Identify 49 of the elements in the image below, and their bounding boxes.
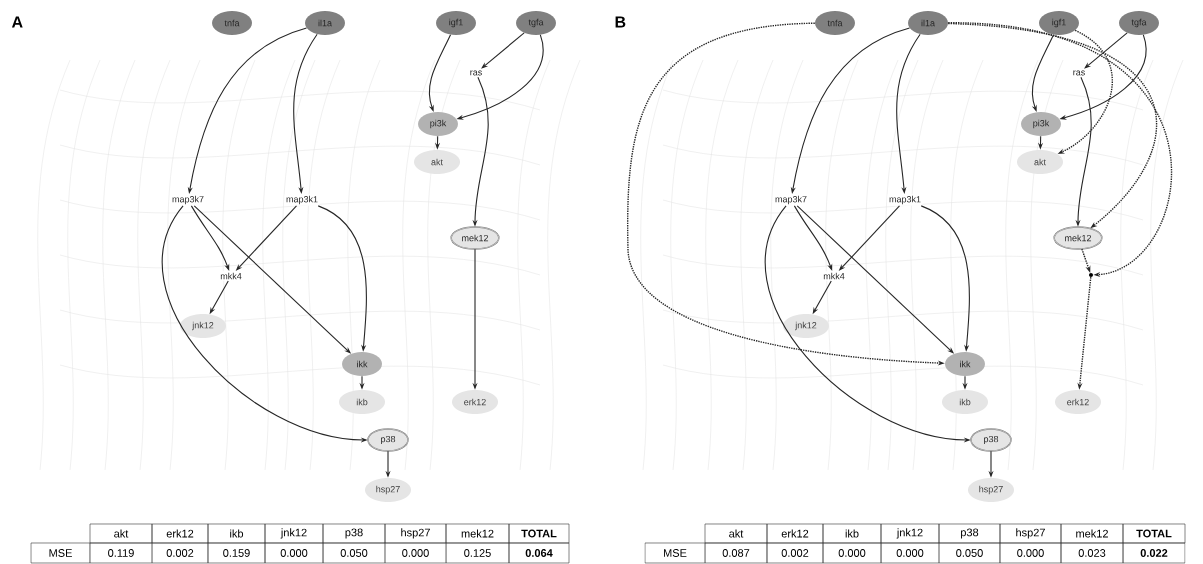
table-cell: mek12 (445, 523, 510, 544)
table-cell: MSE (30, 542, 91, 564)
table-cell: 0.050 (938, 542, 1001, 564)
arrow (1084, 32, 1128, 69)
table-cell: 0.087 (704, 542, 768, 564)
table-cell: 0.022 (1122, 542, 1186, 564)
table-cell: 0.064 (508, 542, 570, 564)
table-cell: erk12 (766, 523, 824, 544)
table-cell: erk12 (151, 523, 209, 544)
table-cell: p38 (938, 523, 1001, 544)
table-cell: jnk12 (264, 523, 324, 544)
node-label: mkk4 (821, 271, 847, 281)
node-label: map3k1 (887, 194, 923, 206)
table-cell: 0.000 (822, 542, 882, 564)
table-cell: mek12 (1060, 523, 1124, 544)
node-label: ras (468, 69, 484, 77)
table-cell: 0.125 (445, 542, 510, 564)
node-label: map3k1 (284, 194, 320, 206)
table-cell: 0.000 (999, 542, 1062, 564)
table-cell: jnk12 (880, 523, 940, 544)
table-cell: TOTAL (1122, 523, 1186, 544)
node-label: map3k7 (170, 194, 206, 206)
table-cell: ikb (207, 523, 266, 544)
table-cell: TOTAL (508, 523, 570, 544)
node-label: mkk4 (218, 271, 244, 281)
table-cell: 0.000 (264, 542, 324, 564)
table-cell: 0.000 (384, 542, 447, 564)
table-cell: akt (89, 523, 153, 544)
panel-letter: B (615, 16, 626, 28)
arrow (947, 22, 1173, 278)
table-cell: 0.002 (151, 542, 209, 564)
table-cell: akt (704, 523, 768, 544)
table-cell: hsp27 (384, 523, 447, 544)
table-cell: 0.159 (207, 542, 266, 564)
node-label: map3k7 (773, 194, 809, 206)
table-cell: 0.000 (880, 542, 940, 564)
table-cell: ikb (822, 523, 882, 544)
table-cell: hsp27 (999, 523, 1062, 544)
node-label: ras (1071, 69, 1087, 77)
arrow (481, 32, 525, 69)
panel-letter: A (11, 16, 23, 28)
table-cell: 0.002 (766, 542, 824, 564)
arrow (793, 205, 833, 271)
table-cell: MSE (644, 542, 706, 564)
arrow (190, 205, 230, 271)
table-cell: 0.023 (1060, 542, 1124, 564)
table-cell: p38 (322, 523, 386, 544)
table-cell: 0.050 (322, 542, 386, 564)
table-cell: 0.119 (89, 542, 153, 564)
